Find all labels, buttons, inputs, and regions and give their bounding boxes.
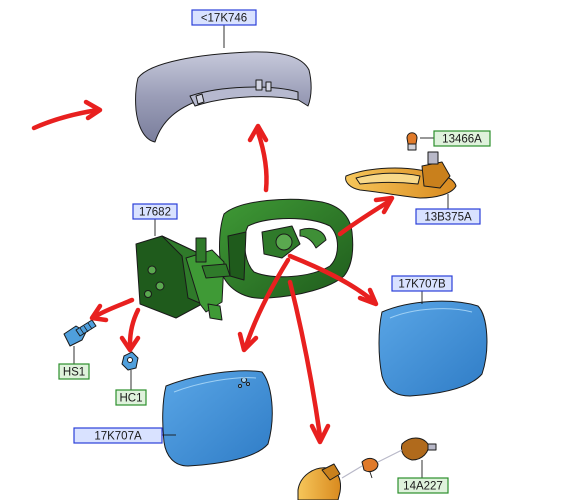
- callout-bulb-label: 13466A: [442, 134, 482, 146]
- screw: [63, 319, 97, 347]
- callout-cover: <17K746: [191, 9, 257, 26]
- red-arrow-to-lamp: [337, 199, 391, 237]
- mirror-cover: [135, 51, 312, 143]
- bulb: [406, 132, 418, 151]
- red-arrow-to-nut: [127, 307, 141, 347]
- callout-bulb: 13466A: [433, 130, 491, 147]
- red-arrow-to-glass-left: [243, 257, 291, 349]
- mirror-housing: [219, 198, 354, 299]
- callout-bracket-label: 17682: [139, 207, 171, 219]
- callout-motor-label: 14A227: [403, 481, 443, 493]
- red-arrow-annotation: [31, 107, 101, 131]
- callout-glass-left: 17K707A: [73, 427, 163, 444]
- red-arrow-to-glass-right: [287, 253, 375, 303]
- turn-signal-repeater-lamp: [345, 151, 457, 199]
- callout-cover-label: <17K746: [201, 13, 247, 25]
- callout-motor: 14A227: [397, 477, 449, 494]
- mirror-fold-motor: [297, 437, 437, 500]
- mirror-glass-right: [378, 300, 488, 397]
- red-arrow-to-cover: [255, 129, 269, 193]
- callout-bracket: 17682: [132, 203, 178, 220]
- callout-glass-right: 17K707B: [391, 275, 453, 292]
- callout-glass-right-label: 17K707B: [398, 279, 446, 291]
- callout-repeater-lamp-label: 13B375A: [424, 212, 472, 224]
- nut: [121, 351, 139, 371]
- mirror-base-bracket: [135, 235, 231, 321]
- red-arrow-to-motor: [287, 279, 323, 439]
- callout-glass-left-label: 17K707A: [94, 431, 142, 443]
- callout-nut: HC1: [115, 389, 147, 406]
- callout-nut-label: HC1: [119, 393, 142, 405]
- mirror-glass-left: [162, 370, 273, 467]
- callout-repeater-lamp: 13B375A: [415, 208, 481, 225]
- callout-screw: HS1: [58, 363, 90, 380]
- leader-lines: [73, 24, 449, 479]
- callout-screw-label: HS1: [63, 367, 85, 379]
- red-arrows: [31, 99, 395, 445]
- red-arrow-to-screw: [93, 297, 135, 319]
